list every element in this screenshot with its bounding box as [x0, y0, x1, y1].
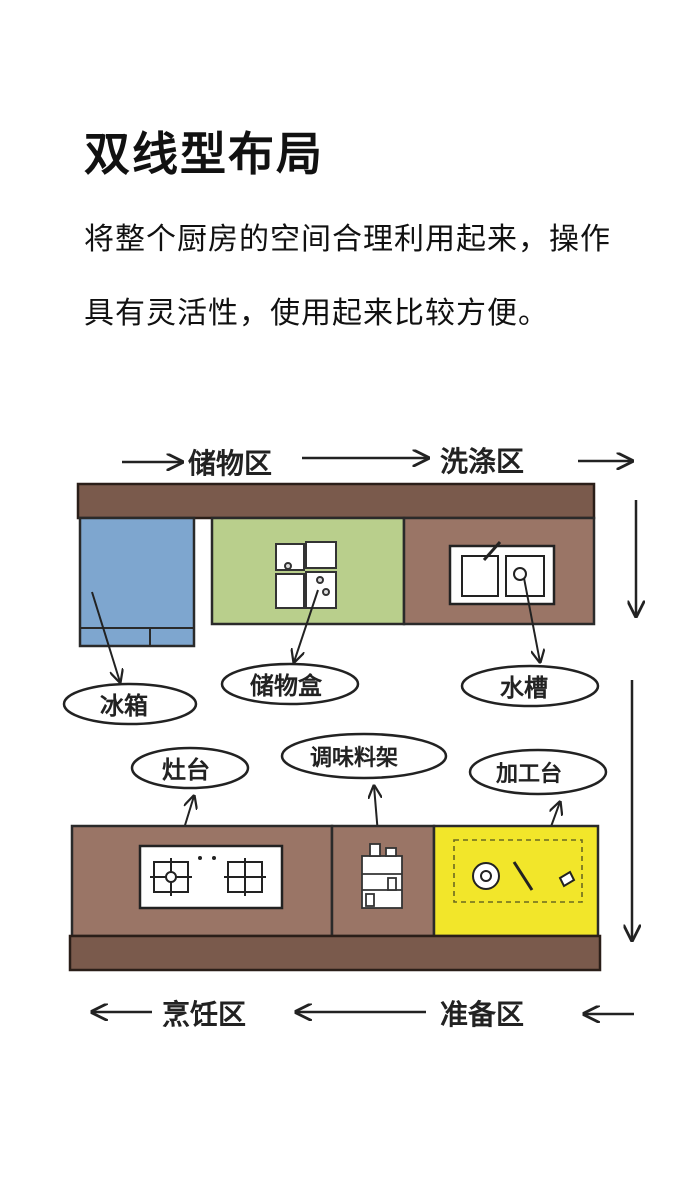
callout-bubble-workbench [468, 748, 608, 796]
stove-icon [138, 844, 284, 910]
workbench-board-icon [453, 839, 583, 903]
sink-icon [448, 541, 556, 606]
callout-bubble-fridge [62, 682, 198, 726]
callout-sink: 水槽 [500, 673, 548, 702]
workbench [432, 824, 600, 938]
top-counter-surface [76, 482, 596, 520]
callout-workbench: 加工台 [495, 761, 562, 787]
callout-spice-rack: 调味料架 [310, 745, 398, 771]
zone-label-prep: 准备区 [440, 998, 524, 1031]
fridge [78, 516, 196, 648]
description-line-2: 具有灵活性，使用起来比较方便。 [84, 296, 549, 331]
pointer-sink [523, 577, 540, 662]
callout-stove: 灶台 [162, 755, 210, 784]
bottom-counter-surface [68, 934, 602, 972]
callout-bubble-spice-rack [280, 732, 448, 780]
description-line-1: 将整个厨房的空间合理利用起来，操作 [84, 222, 611, 257]
spice-rack-icon [361, 843, 403, 909]
zone-label-cooking: 烹饪区 [162, 998, 246, 1031]
callout-bubble-sink [460, 664, 600, 708]
pointer-fridge [91, 591, 120, 682]
callout-storage-box: 储物盒 [250, 671, 323, 700]
zone-label-storage: 储物区 [188, 447, 272, 480]
storage-boxes-icon [275, 541, 337, 609]
callout-fridge: 冰箱 [100, 691, 148, 720]
zone-label-washing: 洗涤区 [440, 445, 524, 478]
page-title: 双线型布局 [84, 127, 324, 181]
callout-bubble-stove [130, 746, 250, 790]
callout-bubble-storage-box [220, 662, 360, 706]
pointer-storage-box [294, 589, 319, 662]
